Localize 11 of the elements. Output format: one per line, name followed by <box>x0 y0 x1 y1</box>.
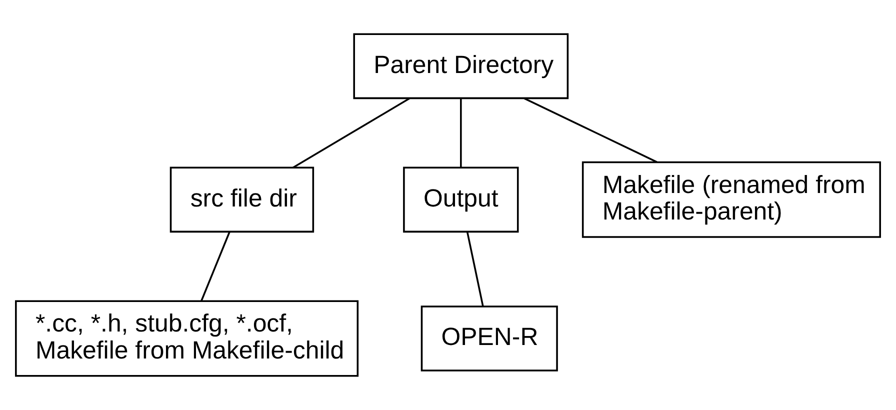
connector <box>292 98 410 168</box>
connector <box>466 232 484 306</box>
node-box: *.cc, *.h, stub.cfg, *.ocf, Makefile from Makefile-child <box>15 300 359 377</box>
node-box: Makefile (renamed from Makefile-parent) <box>582 161 881 238</box>
connector <box>200 232 230 302</box>
node-box: src file dir <box>170 166 314 233</box>
connector <box>460 98 462 168</box>
node-box: Output <box>403 166 519 233</box>
node-box: Parent Directory <box>353 33 569 100</box>
node-box: OPEN-R <box>420 306 558 372</box>
connector <box>524 98 658 163</box>
